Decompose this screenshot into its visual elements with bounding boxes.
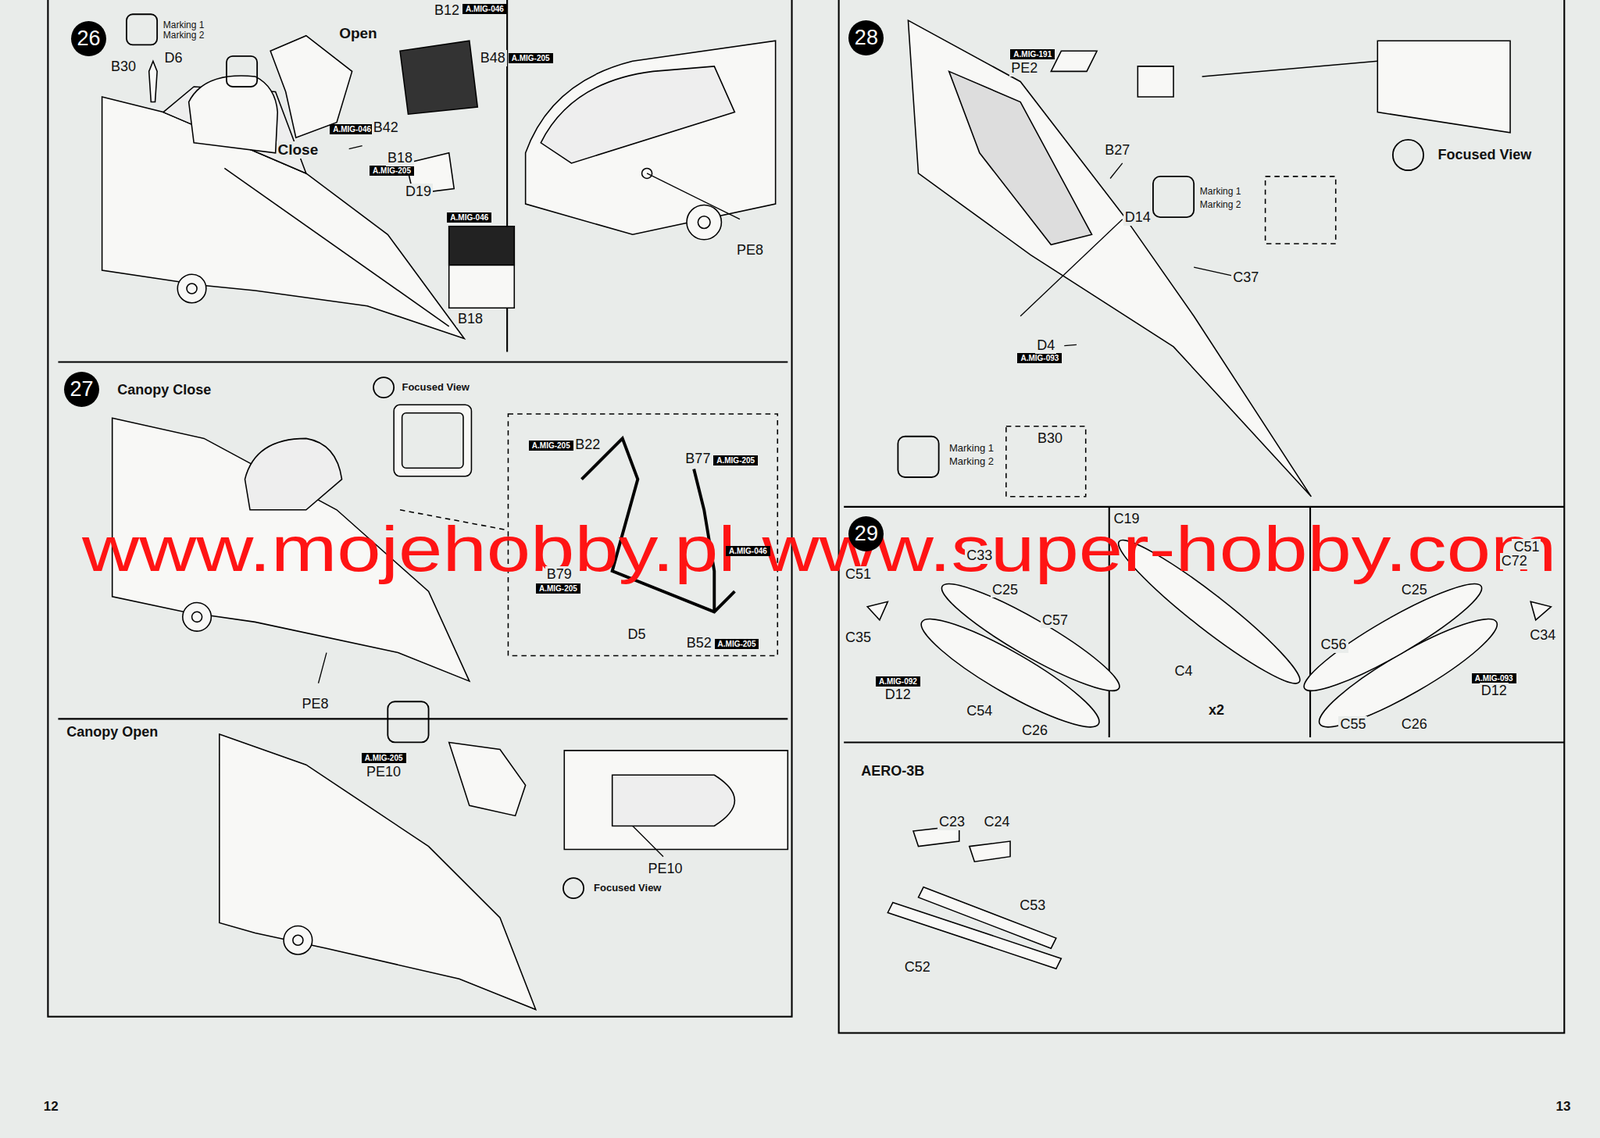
- part-label: C23: [937, 814, 967, 831]
- part-label: B77: [683, 450, 712, 468]
- paint-code: A.MIG-092: [878, 677, 918, 686]
- paint-code-tag: A.MIG-093: [1017, 353, 1062, 364]
- paint-code-tag: A.MIG-205: [361, 753, 407, 764]
- step-number-circle: 28: [848, 20, 884, 56]
- part-label: D6: [163, 50, 185, 67]
- marking-note: Marking 1: [1198, 186, 1243, 198]
- paint-code: A.MIG-046: [728, 546, 768, 556]
- paint-code-tag: A.MIG-046: [446, 212, 492, 223]
- part-label: C54: [964, 703, 994, 720]
- part-label: B79: [545, 566, 574, 583]
- part-label: B48: [478, 50, 508, 67]
- paint-code-tag: A.MIG-205: [369, 165, 415, 176]
- paint-code-tag: A.MIG-046: [462, 3, 508, 15]
- part-label: C25: [990, 582, 1020, 599]
- part-label: C19: [1111, 510, 1141, 528]
- paint-code: A.MIG-046: [332, 125, 372, 134]
- part-label: C55: [1338, 716, 1368, 733]
- focus-note: Focused View: [592, 882, 663, 895]
- part-label: C25: [1400, 582, 1429, 599]
- marking-note: Marking 2: [161, 30, 207, 42]
- step-number-circle: 29: [848, 516, 884, 552]
- sub-heading: Canopy Open: [64, 724, 160, 741]
- part-label: PE8: [300, 696, 331, 713]
- part-label: PE2: [1009, 60, 1040, 77]
- part-label: B18: [456, 310, 485, 328]
- paint-code-tag: A.MIG-205: [528, 440, 574, 451]
- part-label: B30: [1035, 430, 1065, 447]
- part-label: B27: [1103, 142, 1132, 159]
- paint-code: A.MIG-205: [539, 584, 578, 593]
- part-label: C37: [1231, 269, 1261, 286]
- sub-heading: AERO-3B: [859, 763, 926, 780]
- paint-code: A.MIG-046: [465, 4, 504, 14]
- part-label: C57: [1040, 612, 1070, 629]
- part-label: C4: [1173, 663, 1195, 680]
- part-label: C53: [1017, 897, 1047, 915]
- part-label: C51: [843, 566, 873, 583]
- part-label: B22: [573, 436, 602, 454]
- paint-code-tag: A.MIG-205: [508, 53, 554, 64]
- sub-heading: Canopy Close: [115, 382, 213, 399]
- paint-code: A.MIG-205: [372, 166, 411, 175]
- part-label: D19: [403, 183, 433, 200]
- paint-code: A.MIG-093: [1475, 674, 1514, 683]
- part-label: C24: [982, 814, 1012, 831]
- part-label: C34: [1528, 627, 1558, 644]
- part-label: PE8: [735, 242, 765, 259]
- step-number: 28: [854, 25, 879, 50]
- marking-note: Marking 2: [1198, 200, 1243, 211]
- page-number: 13: [1554, 1099, 1573, 1115]
- step-number-circle: 26: [71, 21, 107, 57]
- part-label: C52: [903, 959, 933, 976]
- step-number-circle: 27: [64, 371, 100, 408]
- part-label: C33: [964, 547, 994, 565]
- marking-note: Marking 1: [947, 442, 996, 455]
- focus-note: Focused View: [400, 382, 471, 394]
- focus-note: Focused View: [1436, 146, 1534, 164]
- part-label: B52: [685, 635, 714, 652]
- step-number: 26: [77, 26, 101, 51]
- quantity-note: x2: [1207, 702, 1226, 719]
- step-number: 27: [69, 377, 93, 402]
- state-label: Close: [276, 141, 321, 159]
- paint-code: A.MIG-046: [450, 213, 489, 222]
- marking-note: Marking 2: [947, 456, 996, 468]
- part-label: D14: [1123, 209, 1153, 226]
- part-label: B18: [385, 150, 415, 167]
- part-label: C26: [1400, 716, 1429, 733]
- paint-code-tag: A.MIG-046: [329, 124, 375, 135]
- step-number: 29: [854, 521, 879, 547]
- part-label: C35: [843, 629, 873, 647]
- page-number: 12: [42, 1099, 61, 1115]
- paint-code-tag: A.MIG-205: [714, 639, 760, 650]
- part-label: PE10: [364, 764, 403, 781]
- part-label: D4: [1035, 337, 1057, 354]
- part-label: C56: [1319, 636, 1349, 654]
- paint-code: A.MIG-205: [717, 639, 757, 649]
- part-label: C26: [1020, 722, 1050, 740]
- part-label: D12: [883, 686, 913, 704]
- paint-code-tag: A.MIG-191: [1010, 49, 1055, 60]
- part-label: C72: [1500, 553, 1529, 570]
- paint-code: A.MIG-205: [532, 441, 571, 450]
- paint-code: A.MIG-205: [511, 53, 550, 63]
- paint-code-tag: A.MIG-205: [535, 583, 581, 594]
- part-label: PE10: [646, 860, 685, 878]
- part-label: B12: [432, 2, 461, 19]
- watermark: www.mojehobby.pl-www.super-hobby.com: [82, 517, 1557, 582]
- paint-code: A.MIG-191: [1013, 50, 1052, 59]
- paint-code: A.MIG-093: [1020, 353, 1059, 363]
- marking-note: Marking 1: [161, 20, 207, 32]
- paint-code-tag: A.MIG-046: [725, 546, 771, 557]
- state-label: Open: [337, 25, 379, 43]
- part-label: B30: [109, 58, 138, 75]
- part-label: D5: [626, 626, 648, 643]
- part-label: B42: [371, 119, 400, 136]
- paint-code: A.MIG-205: [716, 456, 755, 465]
- paint-code-tag: A.MIG-092: [875, 676, 921, 687]
- paint-code: A.MIG-205: [364, 753, 404, 763]
- paint-code-tag: A.MIG-205: [713, 455, 758, 466]
- part-label: D12: [1479, 682, 1509, 700]
